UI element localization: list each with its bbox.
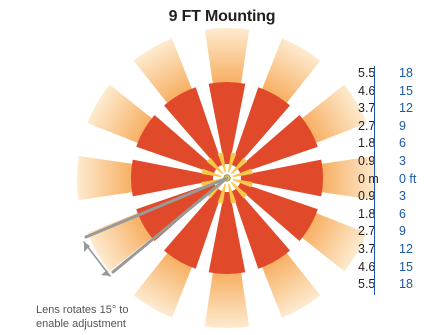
beam-inner-wedge bbox=[231, 188, 290, 269]
beam bbox=[87, 84, 217, 174]
scale-row: 0 m 0 ft bbox=[358, 171, 438, 187]
beam bbox=[237, 84, 367, 174]
scale-meters-label: 5.5 bbox=[358, 66, 376, 80]
center-petal bbox=[217, 152, 227, 173]
center-petal bbox=[230, 157, 248, 175]
arrow-head bbox=[84, 242, 90, 252]
scale-meters-label: 3.7 bbox=[358, 101, 376, 116]
beam bbox=[231, 188, 321, 318]
scale-meters-label: 2.7 bbox=[358, 118, 376, 133]
beam-inner-wedge bbox=[164, 87, 223, 168]
scale-feet-label: 0 ft bbox=[399, 171, 417, 186]
scale-feet-label: 3 bbox=[399, 189, 406, 204]
scale-feet-label: 15 bbox=[399, 259, 413, 274]
beam-outer-zone bbox=[258, 38, 321, 111]
beam-inner-wedge bbox=[240, 159, 323, 197]
beam-outer-zone bbox=[87, 209, 160, 272]
scale-meters-label: 1.8 bbox=[358, 206, 376, 221]
beam-outer-zone bbox=[294, 84, 367, 147]
beam bbox=[87, 182, 217, 272]
beam-group bbox=[77, 28, 377, 328]
scale-row: 4.6 15 bbox=[358, 259, 438, 275]
center-petal bbox=[227, 183, 237, 204]
beam-outer-zone bbox=[204, 263, 250, 328]
scale-row: 5.5 18 bbox=[358, 276, 438, 292]
beam-inner-wedge bbox=[164, 188, 223, 269]
scale-feet-label: 12 bbox=[399, 242, 413, 256]
scale-meters-label: 3.7 bbox=[358, 242, 376, 256]
beam bbox=[204, 28, 250, 165]
beam-outer-zone bbox=[312, 155, 377, 201]
center-petal bbox=[217, 183, 227, 204]
scale-feet-label: 9 bbox=[399, 224, 406, 239]
center-petal bbox=[230, 181, 248, 199]
center-petal bbox=[227, 152, 237, 173]
beam-inner-wedge bbox=[237, 115, 318, 174]
diagram-title: 9 FT Mounting bbox=[168, 8, 276, 25]
scale-row: 4.6 15 bbox=[358, 83, 438, 99]
scale-feet-label: 12 bbox=[399, 101, 413, 116]
scale-feet-label: 15 bbox=[399, 83, 413, 98]
scale-row: 3.7 12 bbox=[358, 241, 438, 257]
beam bbox=[77, 155, 214, 201]
scale-feet-label: 18 bbox=[399, 277, 413, 292]
beam bbox=[231, 38, 321, 168]
center-petal bbox=[232, 168, 253, 178]
scale-meters-label: 4.6 bbox=[358, 259, 376, 274]
arrow-head bbox=[101, 270, 110, 276]
lens-note-line1: Lens rotates 15° to bbox=[36, 304, 129, 316]
scale-feet-label: 6 bbox=[399, 136, 406, 151]
rotation-arc-arrow bbox=[83, 241, 111, 277]
beam bbox=[133, 188, 223, 318]
beam-outer-zone bbox=[133, 38, 196, 111]
scale-feet-label: 18 bbox=[399, 66, 413, 80]
beam-outer-zone bbox=[133, 245, 196, 318]
scale-meters-label: 0 m bbox=[358, 171, 379, 186]
scale-feet-label: 6 bbox=[399, 206, 406, 221]
scale-meters-label: 1.8 bbox=[358, 136, 376, 151]
scale-meters-label: 4.6 bbox=[358, 83, 376, 98]
scale-row: 3.7 12 bbox=[358, 100, 438, 116]
beam-outer-zone bbox=[258, 245, 321, 318]
rotation-ray-upper bbox=[84, 176, 229, 239]
beam bbox=[204, 191, 250, 328]
beam-inner-wedge bbox=[208, 81, 246, 165]
beam-inner-wedge bbox=[136, 182, 217, 241]
beam-inner-wedge bbox=[131, 159, 214, 197]
beam-inner-wedge bbox=[208, 191, 246, 275]
center-petal bbox=[232, 178, 253, 188]
scale-meters-label: 2.7 bbox=[358, 224, 376, 239]
beam-outer-zone bbox=[77, 155, 142, 201]
scale-feet-label: 9 bbox=[399, 118, 406, 133]
center-petal bbox=[206, 157, 224, 175]
beam bbox=[133, 38, 223, 168]
lens-rotation-arrows bbox=[83, 176, 229, 277]
scale-row: 5.5 18 bbox=[358, 65, 438, 81]
lens-rotation-note: Lens rotates 15° to enable adjustment bbox=[36, 303, 176, 331]
beam-outer-zone bbox=[87, 84, 160, 147]
beam bbox=[237, 182, 367, 272]
beam-outer-zone bbox=[294, 209, 367, 272]
scale-meters-label: 0.9 bbox=[358, 154, 376, 168]
scale-meters-label: 5.5 bbox=[358, 277, 376, 292]
scale-feet-label: 3 bbox=[399, 154, 406, 168]
beam-inner-wedge bbox=[231, 87, 290, 168]
lens-note-line2: enable adjustment bbox=[36, 318, 126, 330]
scale-divider bbox=[374, 66, 375, 295]
beam bbox=[240, 155, 377, 201]
center-petal bbox=[201, 168, 222, 178]
scale-meters-label: 0.9 bbox=[358, 189, 376, 204]
beam-inner-wedge bbox=[237, 182, 318, 241]
beam-inner-wedge bbox=[136, 115, 217, 174]
beam-outer-zone bbox=[204, 28, 250, 93]
rotation-ray-lower bbox=[111, 176, 229, 274]
